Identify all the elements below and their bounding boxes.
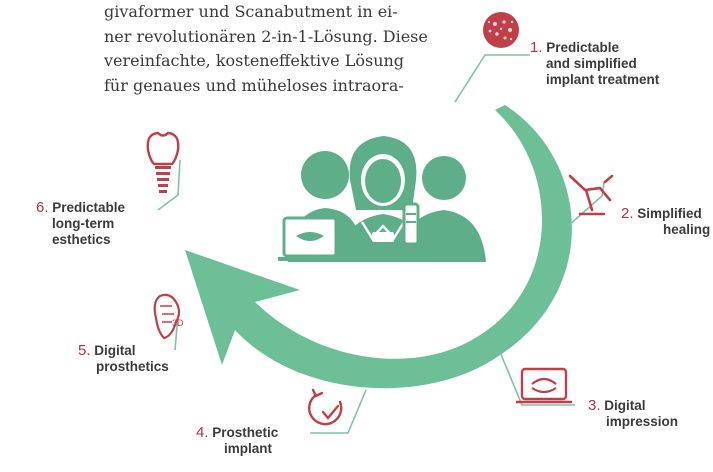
cycle-arrow: [185, 105, 572, 389]
svg-text:3D: 3D: [172, 318, 184, 328]
laptop-scan-icon: [516, 367, 572, 404]
step-text: Digital: [94, 343, 136, 358]
laptop-illustration: [278, 216, 342, 261]
person-center: [340, 136, 428, 262]
step-text: Prosthetic: [212, 425, 279, 440]
step-text: implant: [224, 441, 273, 456]
scanner-device: [402, 202, 420, 246]
step-5-label: 5. Digital prosthetics: [78, 343, 169, 375]
step-2-label: 2. Simplified healing: [621, 206, 710, 238]
step-6-label: 6. Predictable long-term esthetics: [36, 200, 125, 248]
intro-paragraph: givaformer und Scanabutment in ei- ner r…: [104, 0, 428, 98]
step-4-label: 4. Prosthetic implant: [196, 425, 278, 457]
leader-line-3: [499, 351, 575, 406]
leader-line-1: [454, 54, 530, 103]
step-number: 1.: [530, 39, 543, 56]
step-1-label: 1. Predictable and simplified implant tr…: [530, 40, 659, 88]
tooth-3d-icon: 3D: [153, 293, 184, 340]
step-text: implant treatment: [546, 72, 660, 87]
step-text: Predictable: [52, 200, 126, 215]
step-text: Digital: [604, 398, 646, 413]
paragraph-line: für genaues und müheloses intraora-: [104, 75, 404, 95]
paragraph-line: vereinfachte, kosteneffektive Lösung: [104, 51, 405, 70]
step-text: prosthetics: [96, 359, 169, 374]
paragraph-line: ner revolutionären 2-in-1-Lösung. Diese: [104, 26, 428, 46]
step-number: 2.: [621, 205, 634, 222]
dental-bone-icon: [483, 12, 519, 48]
dental-team-illustration: [278, 136, 486, 262]
clock-check-icon: [308, 388, 343, 426]
implant-tooth-icon: [146, 131, 180, 193]
leader-line-6: [157, 159, 181, 211]
leader-line-2: [567, 181, 605, 227]
step-text: impression: [606, 414, 679, 429]
step-text: and simplified: [546, 56, 637, 71]
step-3-label: 3. Digital impression: [588, 398, 678, 430]
step-text: long-term: [52, 216, 115, 231]
step-text: esthetics: [52, 232, 111, 247]
step-text: Simplified: [637, 206, 702, 221]
step-number: 3.: [588, 397, 601, 414]
leader-line-4: [310, 389, 367, 434]
step-text: Predictable: [546, 40, 620, 55]
step-number: 6.: [36, 199, 49, 216]
paragraph-line: givaformer und Scanabutment in ei-: [104, 2, 398, 21]
step-number: 5.: [78, 342, 91, 359]
step-number: 4.: [196, 424, 209, 441]
step-text: healing: [663, 222, 711, 237]
dental-chair-icon: [568, 174, 614, 216]
